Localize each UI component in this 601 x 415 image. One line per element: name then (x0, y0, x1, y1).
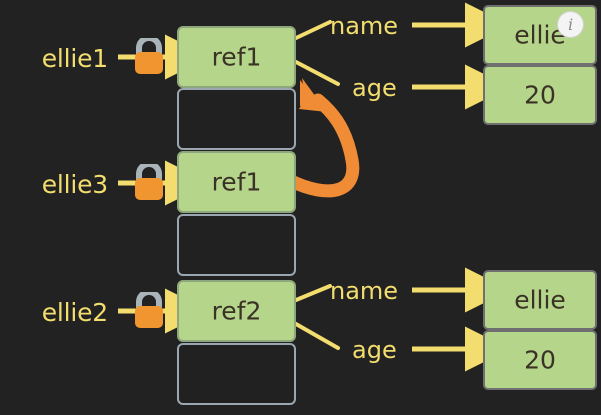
stack-cell[interactable] (177, 343, 296, 405)
field-label-name: name (330, 12, 399, 40)
object-field-value[interactable]: ellie (483, 270, 597, 330)
field-connector-bottom-age (294, 322, 340, 350)
object-value-text: 20 (524, 80, 556, 110)
alias-curved-arrow (282, 78, 360, 198)
lock-icon (118, 292, 163, 328)
stack-cell-value: ref1 (211, 42, 262, 72)
object-field-value[interactable]: 20 (483, 330, 597, 390)
field-label-age: age (352, 74, 397, 102)
stack-cell[interactable] (177, 88, 296, 150)
field-connector-top-name (294, 20, 332, 40)
stack-cell[interactable]: ref1 (177, 26, 296, 88)
object-value-text: 20 (524, 345, 556, 375)
variable-label-ellie2: ellie2 (41, 298, 109, 327)
info-icon[interactable]: i (558, 12, 583, 37)
stack-cell[interactable]: ref2 (177, 280, 296, 342)
object-value-text: ellie (514, 20, 566, 50)
stack-cell[interactable]: ref1 (177, 151, 296, 213)
field-connector-top-age (294, 60, 340, 86)
stack-cell-value: ref1 (211, 167, 262, 197)
field-label-age: age (352, 336, 397, 364)
object-field-value[interactable]: ellie i (483, 5, 597, 65)
field-connector-bottom-name (294, 284, 332, 302)
stack-cell[interactable] (177, 214, 296, 276)
variable-label-ellie3: ellie3 (41, 170, 109, 199)
stack-cell-value: ref2 (211, 296, 262, 326)
object-field-value[interactable]: 20 (483, 65, 597, 125)
field-label-name: name (330, 277, 399, 305)
variable-label-ellie1: ellie1 (41, 44, 109, 73)
lock-icon (118, 164, 163, 200)
object-value-text: ellie (514, 285, 566, 315)
lock-icon (118, 38, 163, 74)
